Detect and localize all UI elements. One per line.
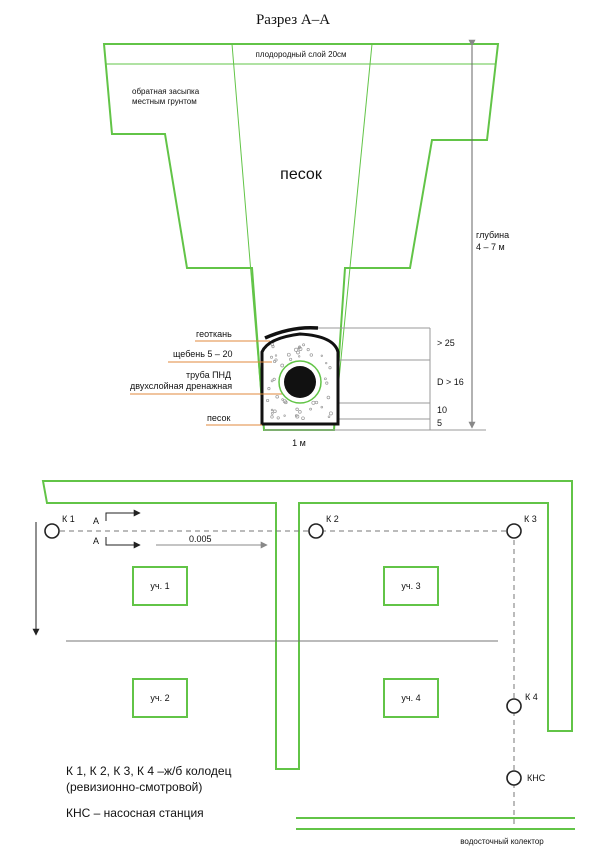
gravel-dot [325,381,329,385]
gravel-dot [309,353,313,357]
sand-boundary-right [333,43,373,431]
gravel-dot [271,345,275,349]
gravel-dot [320,405,324,409]
sand-boundary-left [231,43,265,431]
gravel-dots [266,342,333,420]
well-k2-icon[interactable] [308,523,324,539]
sand-label: песок [280,166,323,183]
well-k2-label: К 2 [326,514,339,524]
plot-4-label: уч. 4 [401,693,420,703]
gravel-dot [296,350,300,355]
gravel-label: щебень 5 – 20 [173,349,232,359]
gravel-dot [270,415,274,419]
backfill-label-2: местным грунтом [132,97,197,106]
section-title: Разрез А–А [256,12,330,28]
gravel-dot [273,409,277,414]
dim-top-label: > 25 [437,338,455,348]
gravel-dot [297,346,301,350]
gravel-dot [325,361,328,365]
gravel-dot [309,407,312,411]
well-k1-label: К 1 [62,514,75,524]
gravel-dot [298,355,301,358]
slope-label: 0.005 [189,534,212,544]
section-mark-top: А [93,516,99,526]
well-k3-label: К 3 [524,514,537,524]
site-plan: водосточный колектор К 1 К 2 К 3 К 4 КНС… [32,480,575,846]
geotextile-layer [264,325,319,340]
gravel-dot [270,412,274,415]
pipe-label-1: труба ПНД [186,370,231,380]
gravel-dot [281,398,284,401]
gravel-dot [298,410,302,414]
gravel-dot [283,414,286,417]
gravel-dot [326,395,331,400]
width-label: 1 м [292,438,306,448]
plot-2-label: уч. 2 [150,693,169,703]
backfill-label-1: обратная засыпка [132,87,200,96]
gravel-dot [289,357,293,361]
section-arrow-top [105,509,141,521]
pipe-label-2: двухслойная дренажная [130,381,232,391]
gravel-dot [272,377,276,381]
gravel-dot [295,407,299,411]
legend-line-3: КНС – насосная станция [66,806,204,820]
section-arrow-bottom [105,537,141,549]
gravel-dot [314,400,319,405]
gravel-dot [270,379,274,383]
gravel-dot [280,363,285,368]
gravel-dot [328,366,332,370]
pipe-icon [284,366,316,398]
gravel-dot [276,416,280,420]
dim-10-label: 10 [437,405,447,415]
gravel-dot [328,411,333,416]
dim-pipe-label: D > 16 [437,377,464,387]
dim-5-label: 5 [437,418,442,428]
well-k1-icon[interactable] [44,523,60,539]
gravel-dot [275,394,279,399]
gravel-dot [295,414,300,419]
well-k3-icon[interactable] [506,523,522,539]
gravel-dot [284,400,288,405]
sand-bottom-label: песок [207,413,230,423]
geotextile-label: геоткань [196,329,232,339]
gravel-dot [320,354,323,357]
gravel-dot [294,347,299,352]
gravel-dot [294,414,298,417]
plot-3-label: уч. 3 [401,581,420,591]
well-k4-label: К 4 [525,692,538,702]
legend-line-1: К 1, К 2, К 3, К 4 –ж/б колодец [66,764,232,778]
well-k4-icon[interactable] [506,698,522,714]
cross-section: Разрез А–А плодородный слой 20см обратна… [102,12,509,448]
section-mark-bottom: А [93,536,99,546]
gravel-dot [270,408,274,412]
gravel-dot [302,343,306,347]
plot-4[interactable] [383,678,439,718]
gravel-dot [267,387,271,391]
pump-station-label: КНС [527,773,546,783]
legend-line-2: (ревизионно-смотровой) [66,780,202,794]
gravel-dot [286,352,291,357]
plot-1-label: уч. 1 [150,581,169,591]
gravel-dot [327,415,331,418]
plan-outline [41,480,573,770]
depth-label-2: 4 – 7 м [476,242,505,252]
gravel-dot [270,342,275,347]
topsoil-label: плодородный слой 20см [255,50,346,59]
depth-label-1: глубина [476,230,509,240]
gravel-dot [274,354,278,357]
gravel-dot [270,355,273,359]
gravel-dot [306,348,310,352]
gravel-dot [266,398,270,403]
gravel-dot [282,399,287,404]
gravel-dot [324,377,327,381]
plot-3[interactable] [383,566,439,606]
collector-label: водосточный колектор [460,837,544,846]
gravel-dot [274,358,278,362]
gravel-dot [301,416,305,420]
plot-1[interactable] [132,566,188,606]
pump-station-icon[interactable] [506,770,522,786]
plot-2[interactable] [132,678,188,718]
